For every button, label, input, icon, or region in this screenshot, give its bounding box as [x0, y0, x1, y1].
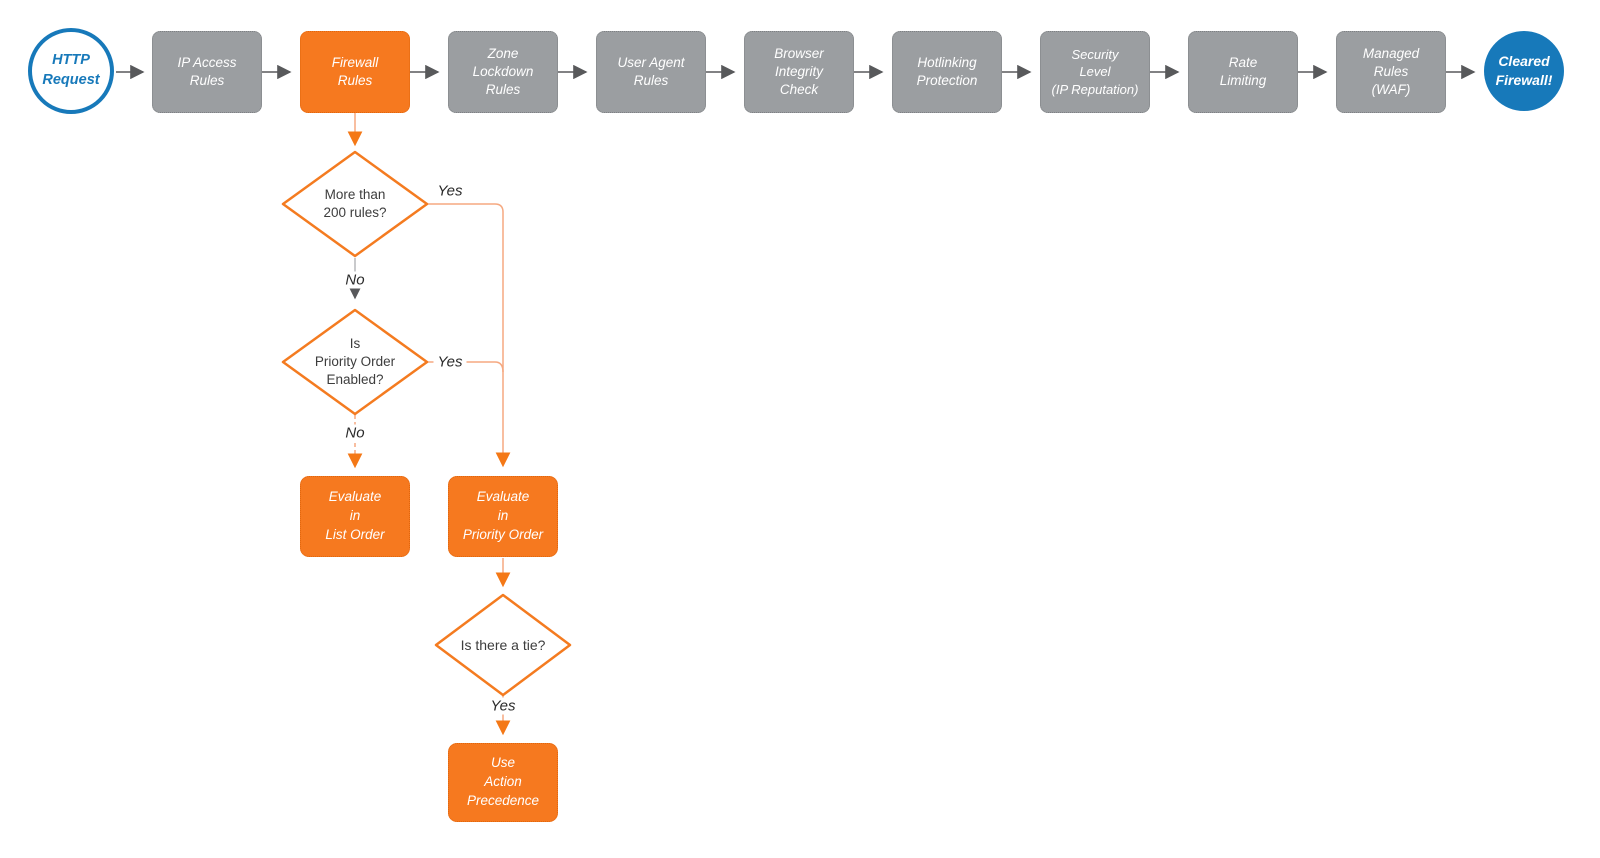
end-node-cleared-firewall: Cleared Firewall! [1484, 31, 1564, 111]
step-managed-rules-waf: Managed Rules (WAF) [1336, 31, 1446, 113]
decision-shapes [281, 150, 572, 697]
arrow-decision1-yes [427, 203, 511, 468]
arrow-decision2-yes-join [427, 361, 504, 373]
decision1-diamond [281, 150, 429, 258]
action-evaluate-list-order: Evaluate in List Order [300, 476, 410, 557]
step-security-level: Security Level (IP Reputation) [1040, 31, 1150, 113]
orange-connectors [347, 113, 511, 736]
step-zone-lockdown-rules: Zone Lockdown Rules [448, 31, 558, 113]
step-ip-access-rules: IP Access Rules [152, 31, 262, 113]
step-rate-limiting: Rate Limiting [1188, 31, 1298, 113]
edge-label-no-decision1: No [341, 271, 369, 289]
action-use-action-precedence: Use Action Precedence [448, 743, 558, 822]
decision3-label: Is there a tie? [460, 636, 546, 653]
decision2-diamond [281, 308, 429, 416]
edge-label-yes-decision2: Yes [433, 353, 467, 371]
action-evaluate-priority-order: Evaluate in Priority Order [448, 476, 558, 557]
start-node-http-request: HTTP Request [28, 28, 114, 114]
decision3-diamond [434, 593, 572, 697]
step-firewall-rules: Firewall Rules [300, 31, 410, 113]
decision2-label: Is Priority Order Enabled? [314, 335, 396, 388]
edge-label-yes-decision3: Yes [486, 697, 520, 715]
step-user-agent-rules: User Agent Rules [596, 31, 706, 113]
edge-label-no-decision2: No [341, 424, 369, 442]
step-browser-integrity-check: Browser Integrity Check [744, 31, 854, 113]
edge-label-yes-decision1: Yes [437, 182, 463, 200]
decision1-label: More than 200 rules? [323, 186, 387, 220]
step-hotlinking-protection: Hotlinking Protection [892, 31, 1002, 113]
